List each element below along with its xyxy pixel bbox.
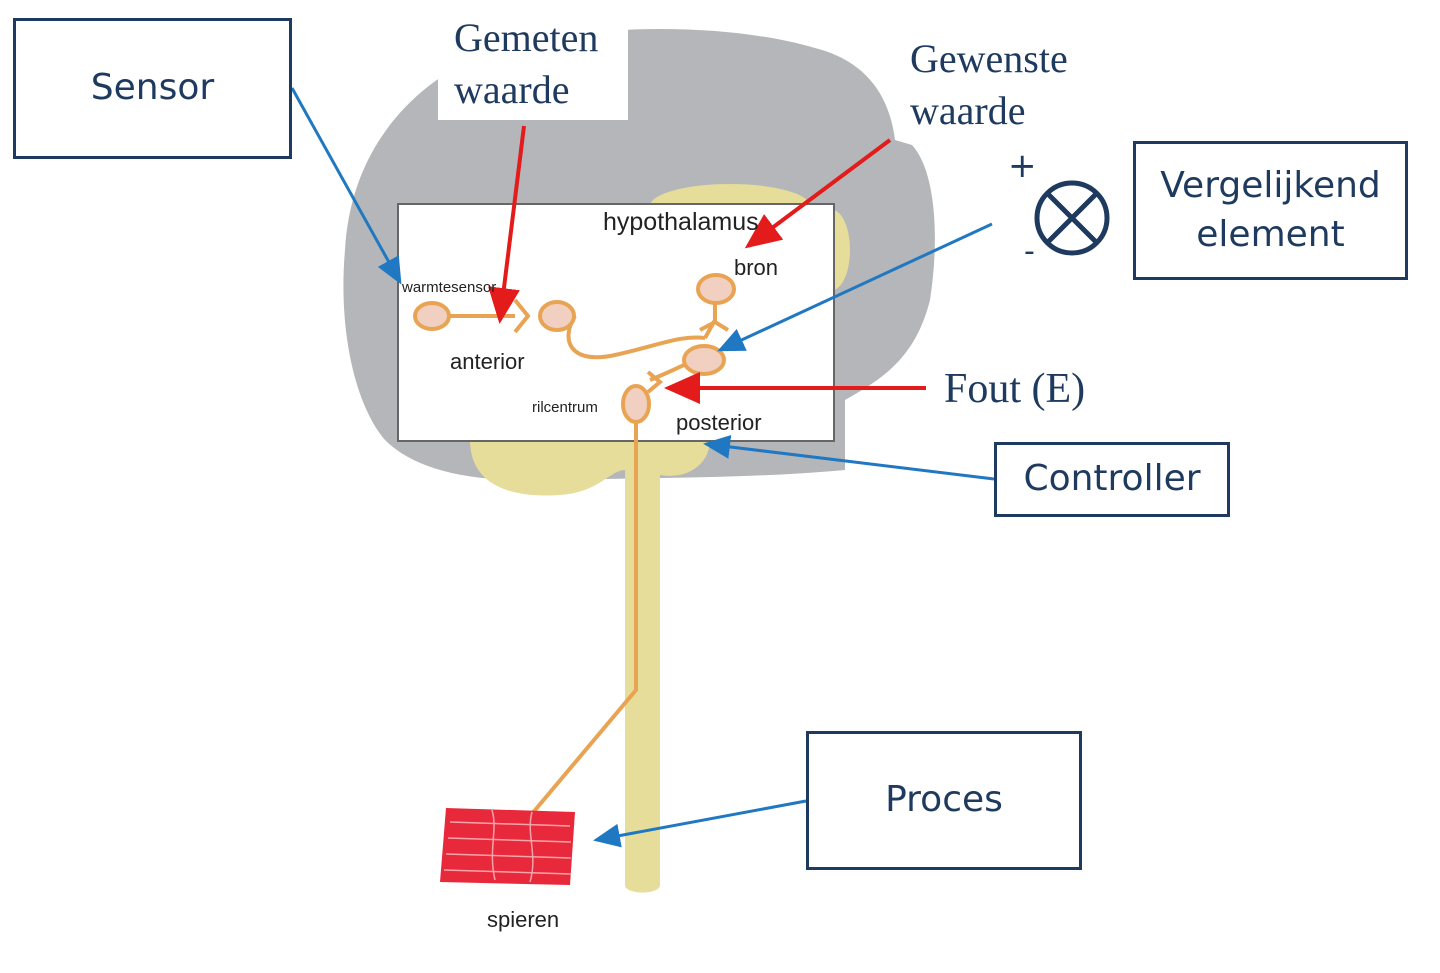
gewenste-arrow [744,138,892,249]
controller-label: Controller [1023,458,1201,500]
gewenste-waarde-label: Gewenste waarde [910,33,1068,137]
brainstem-shape [470,440,710,893]
controller-box: Controller [994,442,1230,517]
fout-label: Fout (E) [944,366,1086,412]
hypothalamus-box [397,203,835,442]
gemeten-line1: Gemeten [454,15,599,60]
gemeten-waarde-label: Gemeten waarde [438,12,628,120]
comparator-arrow [717,222,993,352]
minus-sign: - [1024,234,1035,269]
comparator-circle-x-icon [1034,180,1110,256]
spieren-label: spieren [487,907,560,932]
muscle-shape [440,808,575,885]
sensor-arrow [290,87,402,285]
vergelijkend-label-line2: element [1196,213,1345,255]
gewenste-line1: Gewenste [910,36,1068,81]
gewenste-line2: waarde [910,88,1026,133]
anterior-label: anterior [450,349,525,374]
sensor-box: Sensor [13,18,292,159]
gemeten-line2: waarde [454,67,570,112]
warmtesensor-label: warmtesensor [402,279,497,296]
controller-arrow [703,434,995,481]
plus-sign: + [1008,146,1037,186]
neuron-cells [413,273,736,424]
vergelijkend-element-box: Vergelijkend element [1133,141,1408,280]
proces-arrow [593,799,807,848]
bron-label: bron [734,255,779,280]
proces-label: Proces [885,779,1003,821]
vergelijkend-label-line1: Vergelijkend [1160,164,1381,206]
posterior-label: posterior [676,410,762,435]
proces-box: Proces [806,731,1082,870]
rilcentrum-label: rilcentrum [532,399,598,416]
gemeten-arrow [488,125,526,324]
hypothalamus-label: hypothalamus [603,208,759,236]
sensor-label: Sensor [90,67,215,109]
